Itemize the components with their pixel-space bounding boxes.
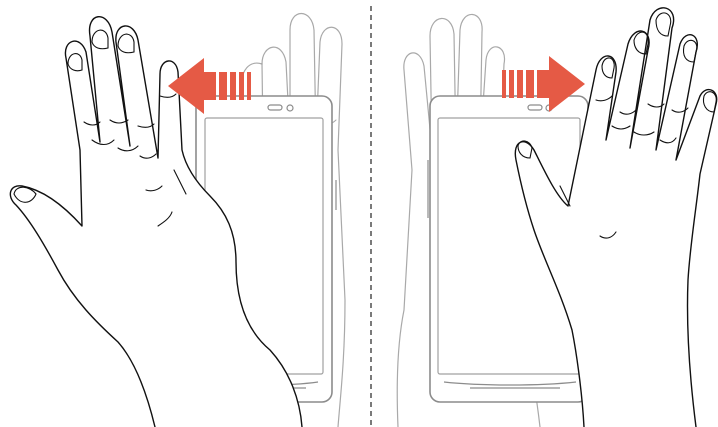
right-panel	[397, 8, 716, 427]
left-panel	[10, 14, 345, 427]
